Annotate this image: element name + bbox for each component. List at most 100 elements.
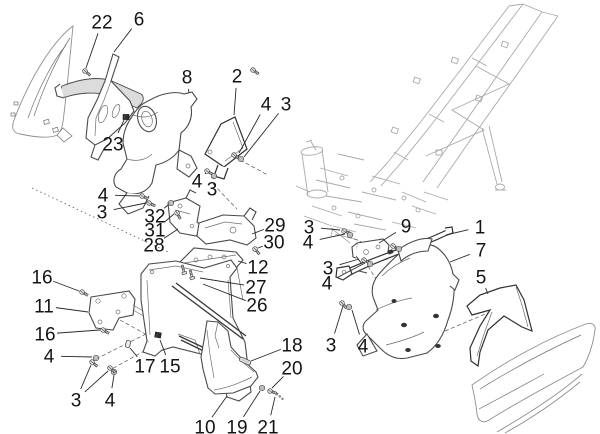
leader-line	[243, 390, 261, 418]
callout-label: 32	[144, 207, 165, 228]
callout-label: 30	[263, 233, 284, 254]
callout-label: 27	[245, 278, 266, 299]
leader-line	[56, 329, 101, 334]
callout-label: 1	[475, 218, 486, 239]
clip-icon	[154, 331, 162, 339]
side-panel-part-2	[204, 116, 248, 180]
callout-label: 4	[44, 347, 55, 368]
callout-label: 23	[102, 135, 123, 156]
callout-label: 16	[34, 325, 55, 346]
wing-panel-part-5	[466, 284, 533, 368]
screw-icon	[139, 193, 149, 201]
washer-icon	[258, 384, 266, 392]
callout-label: 7	[476, 241, 487, 262]
washer-icon	[92, 354, 100, 362]
leader-line	[270, 396, 276, 416]
leader-line	[129, 347, 138, 358]
air-duct-part-8	[113, 91, 198, 215]
leader-line	[113, 28, 133, 53]
callout-label: 10	[194, 418, 215, 434]
callout-label: 3	[207, 180, 218, 201]
leader-line	[320, 227, 341, 231]
screw-icon	[89, 359, 99, 368]
motorcycle-frame	[295, 3, 559, 244]
leader-line	[485, 287, 489, 295]
callout-label: 28	[143, 236, 164, 257]
leader-line	[163, 213, 175, 223]
leader-line	[211, 395, 228, 418]
callout-label: 11	[34, 297, 54, 318]
leader-line	[237, 260, 247, 264]
callout-label: 16	[31, 268, 52, 289]
bolt-icon	[180, 264, 188, 276]
callout-label: 4	[98, 186, 109, 207]
cowl-stay-bracket-part-6	[54, 53, 144, 161]
leader-line	[243, 113, 279, 158]
bits-icon	[275, 392, 284, 400]
leader-line	[257, 245, 263, 249]
callout-label: 17	[134, 357, 155, 378]
leader-line	[80, 364, 92, 390]
callout-label: 2	[232, 67, 243, 88]
leader-line	[84, 370, 109, 393]
callout-label: 6	[134, 10, 145, 31]
callout-label: 3	[326, 336, 337, 357]
leader-line	[271, 376, 284, 389]
pin-icon	[238, 356, 252, 366]
leader-line	[117, 119, 125, 134]
leader-line	[199, 277, 245, 286]
callout-label: 4	[358, 337, 369, 358]
leader-line	[319, 233, 346, 240]
callout-label: 12	[247, 258, 268, 279]
callout-label: 4	[303, 233, 314, 254]
screw-icon	[100, 327, 110, 335]
lower-cowl-part-10	[200, 320, 259, 395]
leader-line	[53, 280, 80, 292]
windshield-panel	[10, 25, 74, 143]
screw-icon	[250, 67, 260, 76]
callout-label: 9	[401, 217, 412, 238]
bolt-icon	[188, 269, 196, 281]
callout-label: 18	[281, 336, 302, 357]
callout-label: 22	[91, 13, 112, 34]
leader-line	[238, 114, 261, 154]
leader-line	[250, 348, 281, 362]
callout-label: 19	[226, 418, 247, 434]
callout-label: 21	[257, 418, 278, 434]
leader-line	[449, 253, 470, 263]
leader-line	[233, 87, 237, 116]
callout-label: 20	[281, 359, 302, 380]
callout-label: 31	[144, 221, 165, 242]
callout-label: 4	[105, 391, 116, 412]
leader-line	[163, 228, 179, 239]
clip-icon	[122, 114, 130, 120]
washer-icon	[210, 172, 218, 180]
screw-icon	[252, 246, 261, 256]
washer-icon	[366, 260, 374, 268]
callout-label: 29	[264, 216, 285, 237]
screw-icon	[146, 200, 156, 208]
leader-line	[378, 232, 397, 244]
leader-line	[334, 305, 344, 334]
callout-label: 3	[281, 95, 292, 116]
callout-label: 15	[159, 357, 180, 378]
screw-icon	[79, 289, 89, 297]
washer-icon	[167, 199, 175, 207]
bracket-part-29	[196, 207, 257, 246]
leader-line	[445, 229, 469, 236]
callout-label: 8	[182, 68, 193, 89]
leader-line	[113, 202, 147, 211]
screw-icon	[107, 365, 117, 374]
washer-icon	[395, 245, 403, 253]
screw-icon	[267, 388, 277, 395]
callout-label: 26	[246, 296, 267, 317]
callout-label: 3	[304, 218, 315, 239]
washer-icon	[237, 155, 245, 163]
inner-fairing-part-7	[356, 237, 460, 360]
leader-line	[337, 262, 366, 278]
washer-icon	[345, 303, 353, 311]
side-fairing-panel	[471, 322, 596, 434]
callout-label: 4	[322, 274, 333, 295]
callout-label: 4	[192, 172, 203, 193]
